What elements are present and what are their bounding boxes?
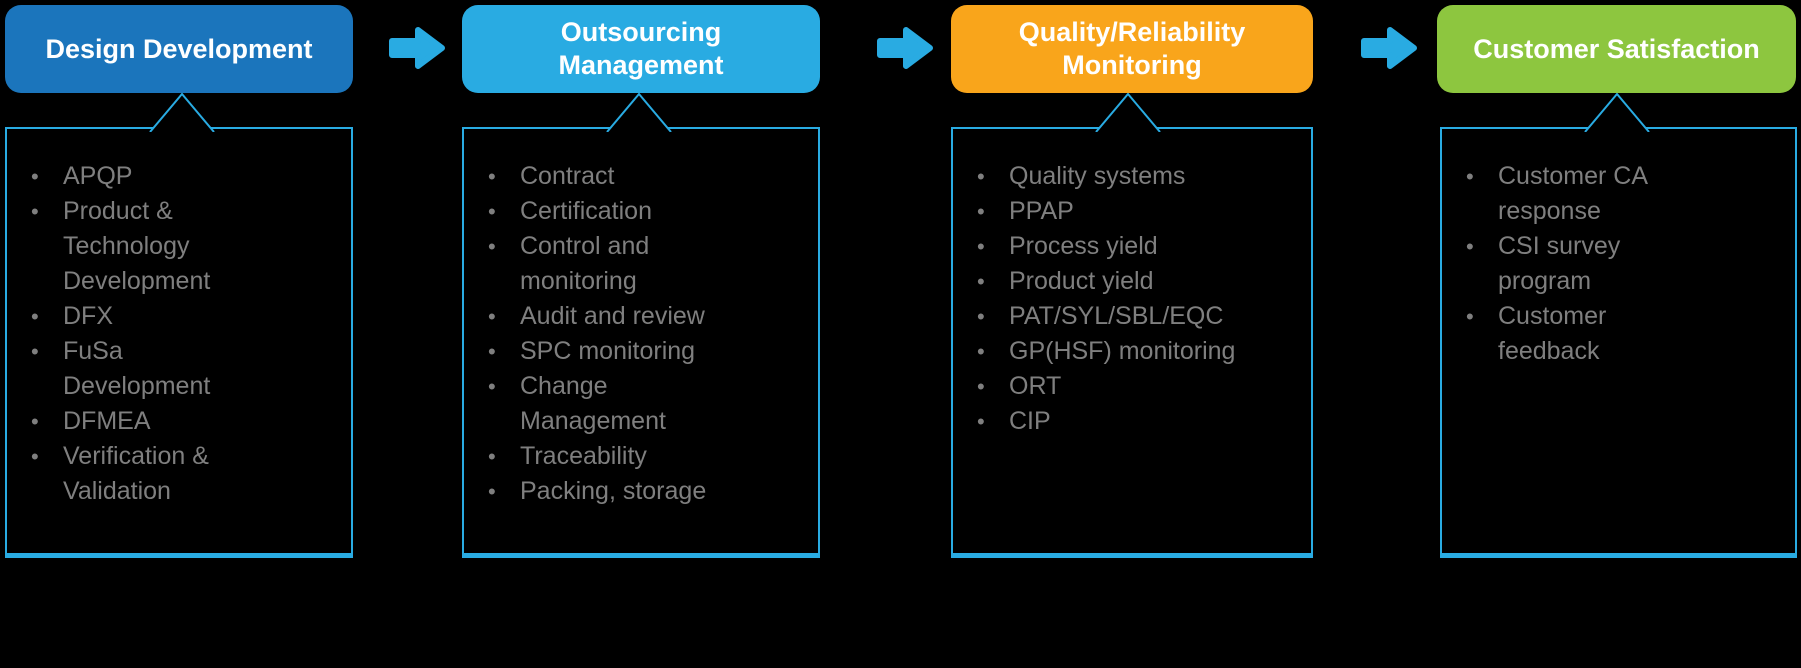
up-arrow-connector-icon <box>1095 93 1161 132</box>
list-item: • Verification & Validation <box>31 439 351 509</box>
right-arrow-icon <box>389 27 445 69</box>
bullet-icon: • <box>31 339 39 364</box>
list-item: • Product & Technology Development <box>31 194 351 299</box>
list-item: • PAT/SYL/SBL/EQC <box>977 299 1311 334</box>
bullet-icon: • <box>977 304 985 329</box>
stage-panel-customer-satisfaction: • Customer CA response • CSI survey progra… <box>1440 93 1797 558</box>
bullet-icon: • <box>488 164 496 189</box>
up-arrow-connector-icon <box>1584 93 1650 132</box>
list-item-text: Change Management <box>520 372 666 435</box>
list-item-text: APQP <box>63 162 133 190</box>
right-arrow-icon <box>877 27 933 69</box>
bullet-icon: • <box>31 409 39 434</box>
list-item-text: FuSa Development <box>63 337 211 400</box>
bullet-icon: • <box>488 374 496 399</box>
list-item-text: Product & Technology Development <box>63 197 211 295</box>
list-item-text: PPAP <box>1009 197 1074 225</box>
bullet-icon: • <box>31 164 39 189</box>
bullet-icon: • <box>488 304 496 329</box>
bullet-icon: • <box>977 164 985 189</box>
stage-header-customer-satisfaction: Customer Satisfaction <box>1437 5 1796 93</box>
stage-title: Customer Satisfaction <box>1473 33 1760 64</box>
stage-title: Outsourcing Management <box>558 17 724 80</box>
list-item: • CSI survey program <box>1466 229 1795 299</box>
list-item-text: SPC monitoring <box>520 337 696 365</box>
list-item: • Audit and review <box>488 299 818 334</box>
list-item: • Control and monitoring <box>488 229 818 299</box>
stage-panel-outsourcing-management: • Contract • Certification • Control and mo… <box>462 93 820 558</box>
bullet-icon: • <box>488 199 496 224</box>
bullet-icon: • <box>31 444 39 469</box>
list-item: • CIP <box>977 404 1311 439</box>
bullet-icon: • <box>31 304 39 329</box>
stage-item-list: •APQP •Product & Technology Development … <box>7 159 351 509</box>
list-item: • Process yield <box>977 229 1311 264</box>
list-item: • PPAP <box>977 194 1311 229</box>
bullet-icon: • <box>1466 304 1474 329</box>
list-item-text: Audit and review <box>520 302 705 330</box>
list-item-text: Quality systems <box>1009 162 1186 190</box>
stage-panel-design-development: •APQP •Product & Technology Development … <box>5 93 353 558</box>
list-item: • Traceability <box>488 439 818 474</box>
list-item: • Customer feedback <box>1466 299 1795 369</box>
list-item-text: CSI survey program <box>1498 232 1621 295</box>
bullet-icon: • <box>977 234 985 259</box>
list-item-text: Verification & Validation <box>63 442 209 505</box>
list-item-text: Contract <box>520 162 615 190</box>
bullet-icon: • <box>977 269 985 294</box>
list-item: • FuSa Development <box>31 334 351 404</box>
up-arrow-connector-icon <box>606 93 672 132</box>
bullet-icon: • <box>977 339 985 364</box>
list-item: • ORT <box>977 369 1311 404</box>
bullet-icon: • <box>977 199 985 224</box>
list-item-text: Traceability <box>520 442 647 470</box>
list-item: • Packing, storage <box>488 474 818 509</box>
up-arrow-connector-icon <box>149 93 215 132</box>
bullet-icon: • <box>977 409 985 434</box>
list-item-text: CIP <box>1009 407 1051 435</box>
list-item-text: Certification <box>520 197 652 225</box>
stage-item-list: • Customer CA response • CSI survey progra… <box>1442 159 1795 369</box>
bullet-icon: • <box>488 234 496 259</box>
list-item-text: Product yield <box>1009 267 1154 295</box>
list-item: • Customer CA response <box>1466 159 1795 229</box>
list-item: • Product yield <box>977 264 1311 299</box>
stage-header-outsourcing-management: Outsourcing Management <box>462 5 820 93</box>
stage-header-quality-reliability-monitoring: Quality/Reliability Monitoring <box>951 5 1313 93</box>
stage-item-list: • Contract • Certification • Control and mo… <box>464 159 818 509</box>
bullet-icon: • <box>977 374 985 399</box>
stage-title: Quality/Reliability Monitoring <box>1018 17 1246 80</box>
stage-item-list: • Quality systems • PPAP • Process yield • P… <box>953 159 1311 439</box>
list-item: • Change Management <box>488 369 818 439</box>
list-item-text: Packing, storage <box>520 477 707 505</box>
list-item: • GP(HSF) monitoring <box>977 334 1311 369</box>
stage-header-design-development: Design Development <box>5 5 353 93</box>
list-item-text: Process yield <box>1009 232 1158 260</box>
bullet-icon: • <box>488 339 496 364</box>
list-item: • Contract <box>488 159 818 194</box>
list-item-text: DFMEA <box>63 407 151 435</box>
stage-title: Design Development <box>45 33 313 64</box>
list-item-text: Customer feedback <box>1498 302 1607 365</box>
bullet-icon: • <box>488 479 496 504</box>
bullet-icon: • <box>31 199 39 224</box>
list-item-text: Customer CA response <box>1498 162 1647 225</box>
list-item-text: DFX <box>63 302 113 330</box>
right-arrow-icon <box>1361 27 1417 69</box>
list-item: • APQP <box>31 159 351 194</box>
list-item: • SPC monitoring <box>488 334 818 369</box>
list-item-text: PAT/SYL/SBL/EQC <box>1009 302 1224 330</box>
list-item: • Certification <box>488 194 818 229</box>
list-item-text: Control and monitoring <box>520 232 650 295</box>
stage-panel-quality-reliability-monitoring: • Quality systems • PPAP • Process yield • P… <box>951 93 1313 558</box>
bullet-icon: • <box>488 444 496 469</box>
list-item-text: ORT <box>1009 372 1062 400</box>
list-item: • DFX <box>31 299 351 334</box>
list-item: • DFMEA <box>31 404 351 439</box>
list-item-text: GP(HSF) monitoring <box>1009 337 1236 365</box>
list-item: • Quality systems <box>977 159 1311 194</box>
bullet-icon: • <box>1466 234 1474 259</box>
bullet-icon: • <box>1466 164 1474 189</box>
